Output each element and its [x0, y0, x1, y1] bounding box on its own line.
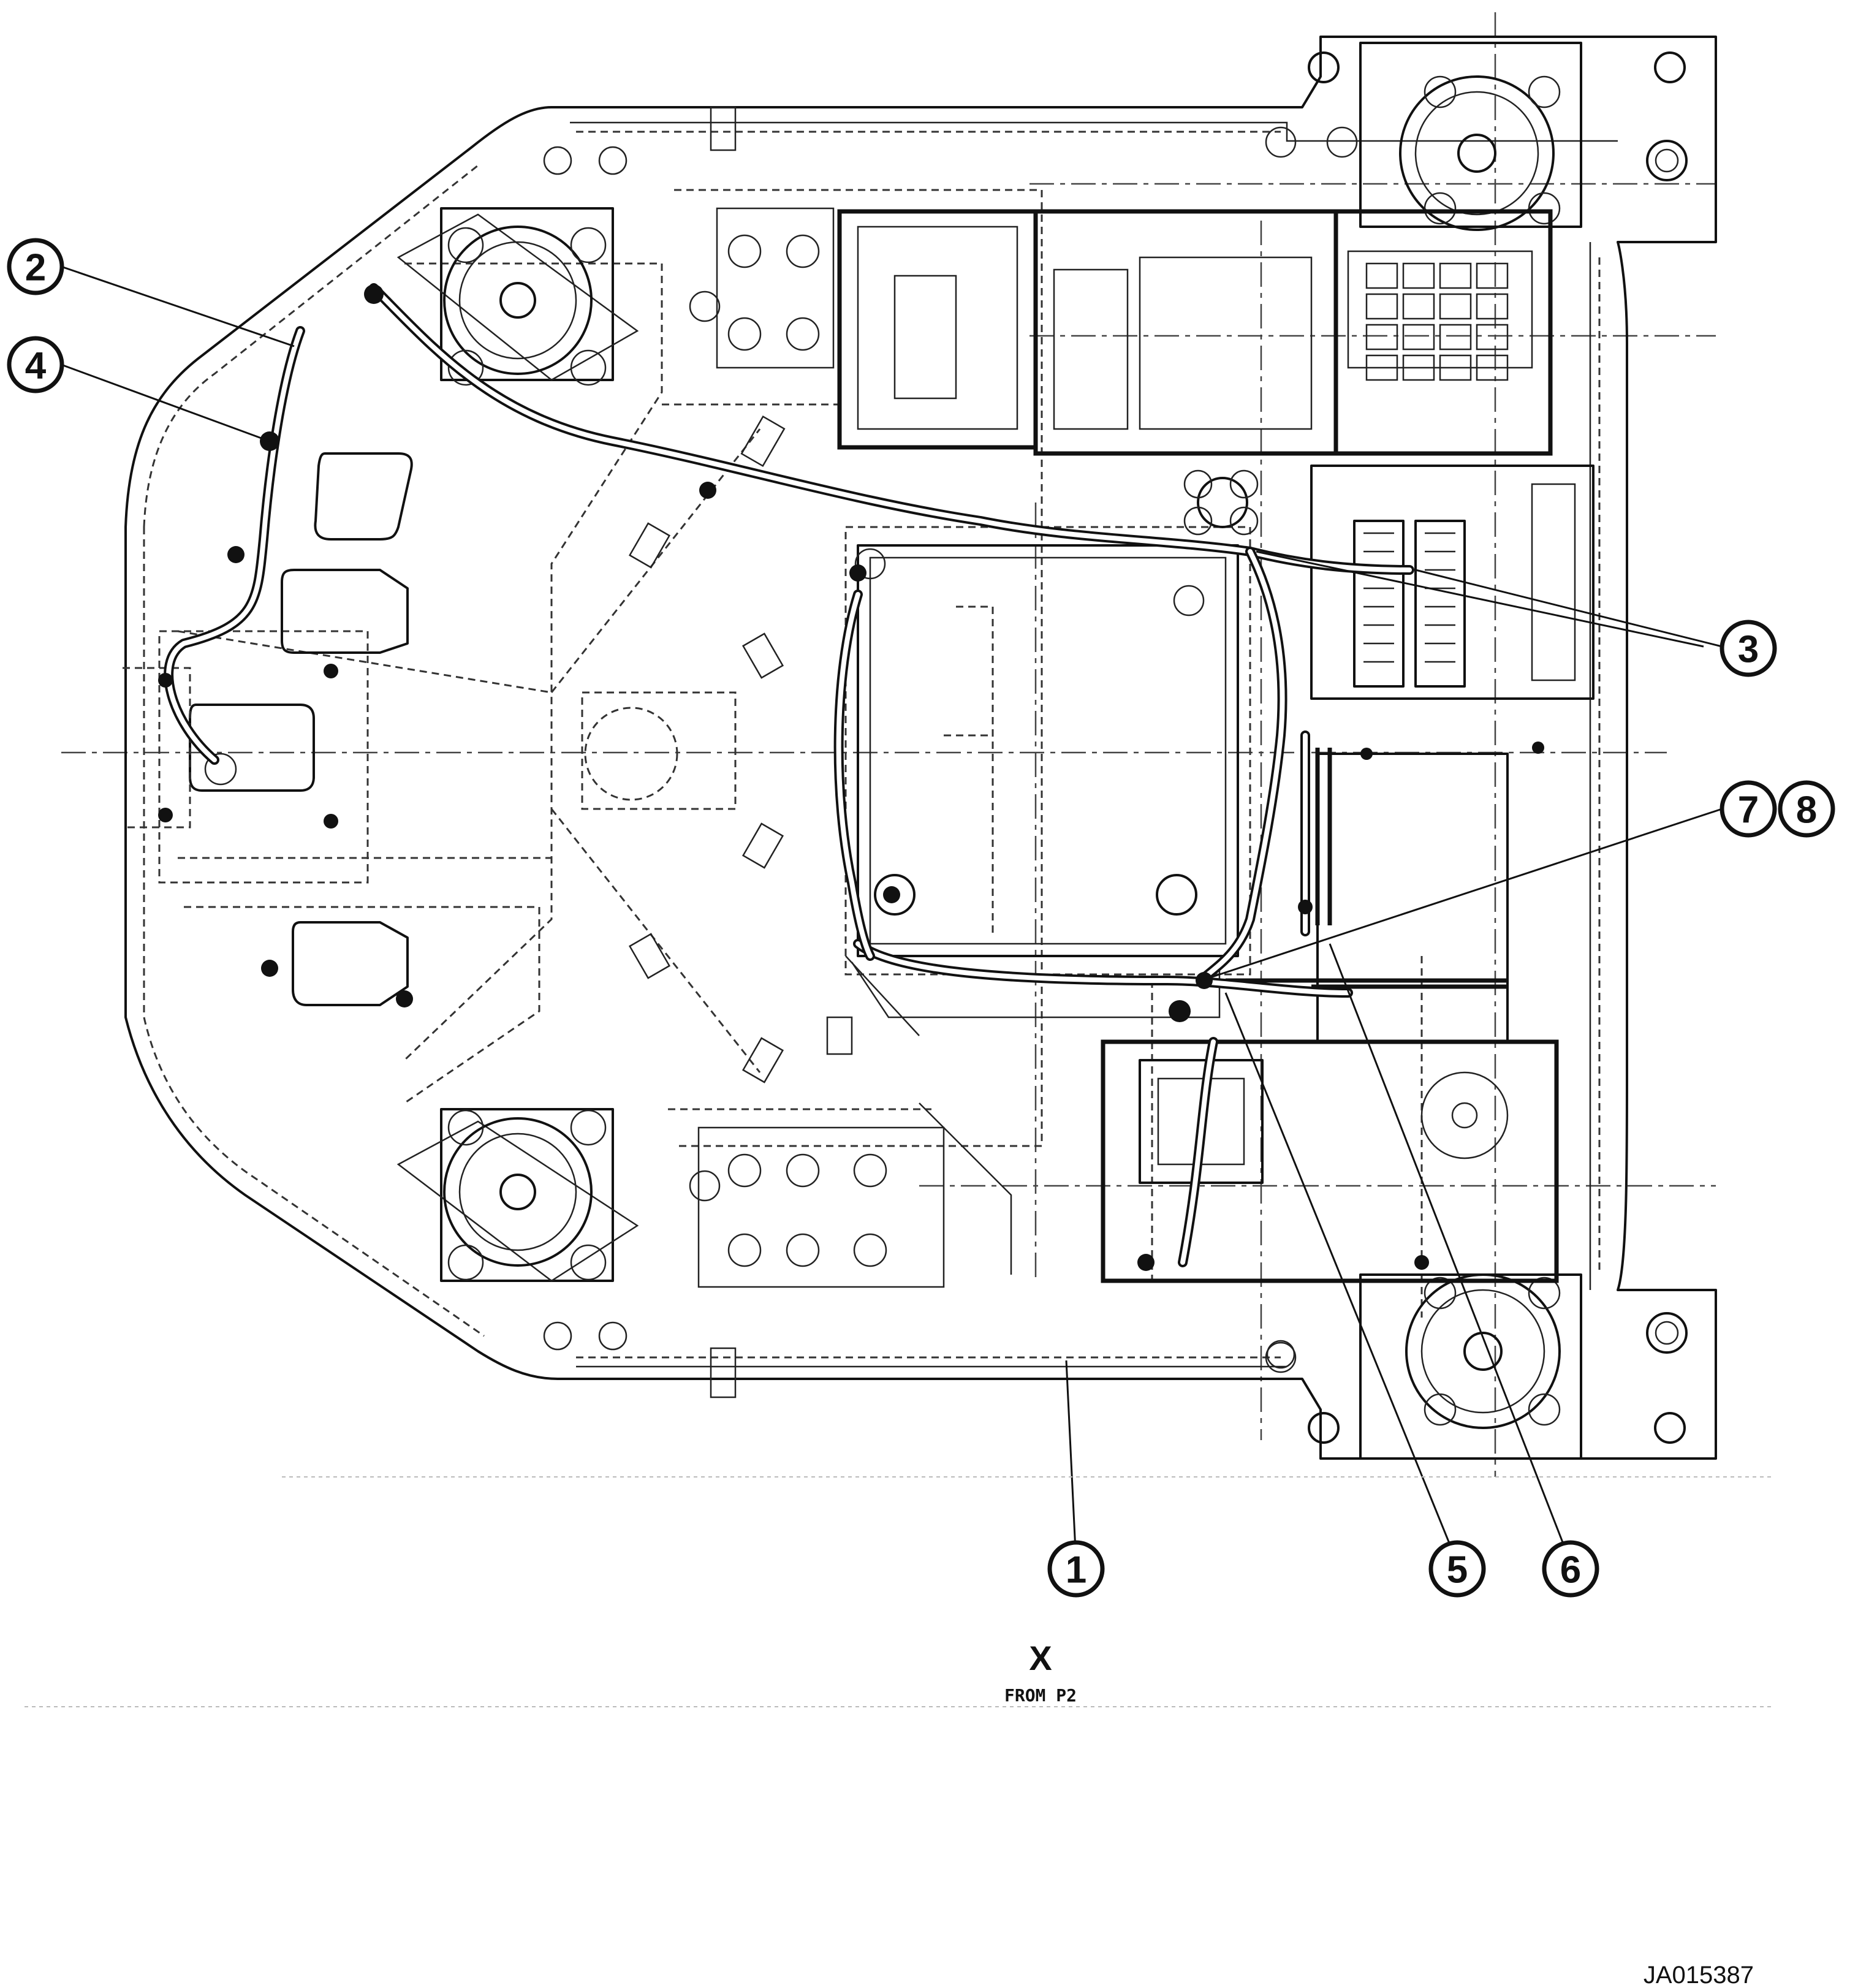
callout-1-label: 1 — [1066, 1549, 1086, 1592]
callout-4: 4 — [7, 336, 64, 393]
wiring-harness — [164, 283, 1414, 1267]
lower-right-mount — [1265, 1273, 1688, 1460]
callout-4-label: 4 — [25, 345, 47, 387]
callout-6-label: 6 — [1560, 1549, 1581, 1592]
inner-members — [158, 189, 1423, 1318]
callout-5: 5 — [1428, 1540, 1486, 1598]
harness-clamps — [158, 284, 1544, 1271]
callout-2-label: 2 — [25, 247, 46, 289]
callout-1: 1 — [1047, 1540, 1105, 1598]
callout-7-label: 7 — [1738, 789, 1759, 832]
brackets — [628, 106, 853, 1398]
drawing-code: JA015387 — [1644, 1962, 1754, 1988]
upper-right-mount — [1265, 42, 1688, 231]
callout-3-label: 3 — [1738, 629, 1759, 671]
center-plate — [844, 526, 1251, 1036]
left-openings — [123, 452, 413, 1006]
callout-6: 6 — [1542, 1540, 1599, 1598]
view-letter: X — [1029, 1639, 1052, 1677]
callout-7: 7 — [1720, 780, 1777, 838]
upper-control-units — [837, 209, 1553, 456]
callout-8-label: 8 — [1796, 789, 1817, 832]
centerlines — [61, 12, 1716, 1477]
leader-lines — [61, 265, 1723, 1563]
callout-5-label: 5 — [1447, 1549, 1468, 1592]
callout-3: 3 — [1720, 620, 1777, 677]
upper-left-mount — [396, 207, 639, 386]
lower-left-mount — [396, 1108, 639, 1282]
callout-8: 8 — [1778, 780, 1835, 838]
bolt-pads — [543, 146, 1295, 1369]
callout-2: 2 — [7, 238, 64, 295]
view-source: FROM P2 — [1004, 1685, 1077, 1705]
connector-block — [1183, 465, 1594, 700]
lower-right-units — [1101, 748, 1559, 1283]
floor-frame-outline — [124, 36, 1717, 1460]
